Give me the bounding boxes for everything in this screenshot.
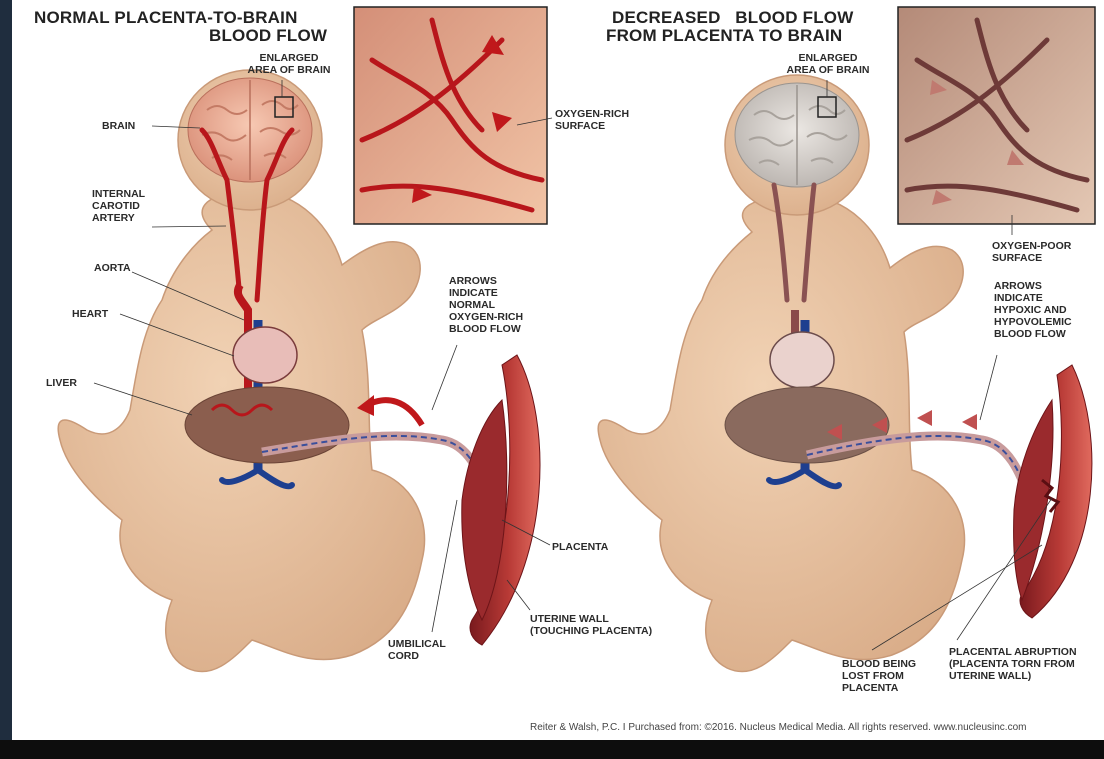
inset-normal: [354, 7, 547, 224]
label-uterine: UTERINE WALL (TOUCHING PLACENTA): [530, 613, 652, 637]
flow-arrow-normal: [367, 400, 422, 425]
leader-arrows-decreased: [980, 355, 997, 420]
bottom-bar: [0, 740, 1104, 759]
label-heart: HEART: [72, 308, 108, 320]
leader-umbilical: [432, 500, 457, 632]
inset-decreased: [898, 7, 1095, 224]
label-liver: LIVER: [46, 377, 77, 389]
title-decreased-line2: FROM PLACENTA TO BRAIN: [606, 27, 842, 44]
label-arrows-decreased: ARROWS INDICATE HYPOXIC AND HYPOVOLEMIC …: [994, 280, 1072, 340]
heart-normal: [233, 327, 297, 383]
label-enlarged-normal: ENLARGED AREA OF BRAIN: [239, 52, 339, 76]
label-arrows-normal: ARROWS INDICATE NORMAL OXYGEN-RICH BLOOD…: [449, 275, 523, 335]
title-normal-line1: NORMAL PLACENTA-TO-BRAIN: [34, 9, 298, 26]
label-aorta: AORTA: [94, 262, 131, 274]
title-normal-line2: BLOOD FLOW: [209, 27, 327, 44]
label-enlarged-decreased: ENLARGED AREA OF BRAIN: [778, 52, 878, 76]
title-decreased-line1: DECREASED BLOOD FLOW: [612, 9, 853, 26]
label-brain: BRAIN: [102, 120, 135, 132]
label-placenta: PLACENTA: [552, 541, 608, 553]
leader-arrows-normal: [432, 345, 457, 410]
label-oxygen-poor: OXYGEN-POOR SURFACE: [992, 240, 1071, 264]
label-blood-lost: BLOOD BEING LOST FROM PLACENTA: [842, 658, 916, 694]
label-carotid: INTERNAL CAROTID ARTERY: [92, 188, 145, 224]
label-oxygen-rich: OXYGEN-RICH SURFACE: [555, 108, 629, 132]
credit-line: Reiter & Walsh, P.C. I Purchased from: ©…: [530, 722, 1026, 733]
flow-arrow-decreased-1: [917, 410, 932, 426]
heart-decreased: [770, 332, 834, 388]
illustration-canvas: NORMAL PLACENTA-TO-BRAIN BLOOD FLOW DECR…: [12, 0, 1104, 740]
label-abruption: PLACENTAL ABRUPTION (PLACENTA TORN FROM …: [949, 646, 1077, 682]
label-umbilical: UMBILICAL CORD: [388, 638, 446, 662]
flow-arrow-decreased-4: [962, 414, 977, 430]
